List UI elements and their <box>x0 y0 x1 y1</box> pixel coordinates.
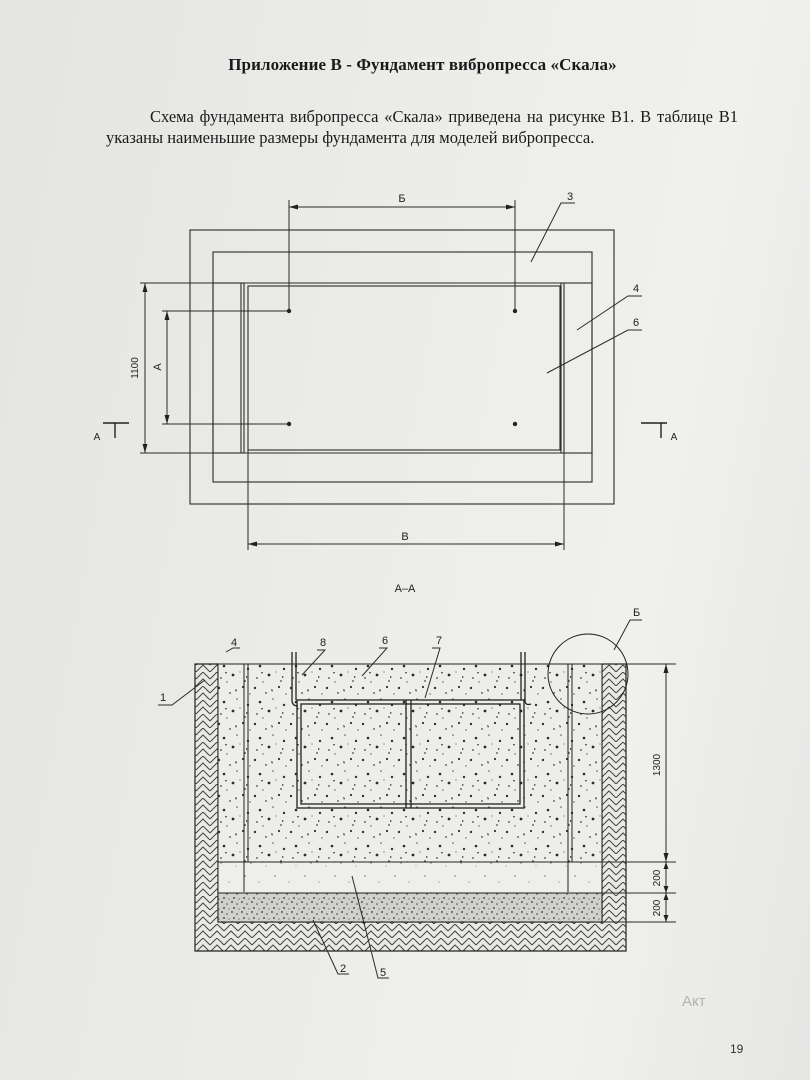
dimension-a-label: А <box>152 363 164 371</box>
dimension-v-label: В <box>401 531 408 543</box>
page-number: 19 <box>730 1042 744 1056</box>
plan-inner-pit <box>247 285 561 451</box>
plan-callout-leaders <box>530 202 642 374</box>
dimension-1100 <box>140 282 213 454</box>
plan-right-wall <box>560 282 593 454</box>
detail-circle-b <box>547 633 629 715</box>
plan-outer-outline <box>189 229 615 505</box>
plan-callout-3: 3 <box>567 191 573 203</box>
foundation-block <box>247 663 573 863</box>
dimension-b-label: Б <box>398 193 405 205</box>
section-callout-4: 4 <box>231 637 237 649</box>
paragraph-text: Схема фундамента вибропресса «Скала» при… <box>106 107 738 147</box>
plan-view <box>189 229 615 505</box>
section-title: А–А <box>395 583 416 595</box>
body-paragraph: Схема фундамента вибропресса «Скала» при… <box>106 106 738 148</box>
dimension-1300-label: 1300 <box>652 753 663 776</box>
plan-left-wall <box>212 282 245 454</box>
page-title: Приложение В - Фундамент вибропресса «Ск… <box>228 55 617 74</box>
section-marker-left-label: А <box>94 432 101 443</box>
right-outer-wall <box>571 663 603 863</box>
dimension-1100-label: 1100 <box>130 357 141 379</box>
section-view <box>194 633 629 952</box>
section-marker-right <box>641 422 667 438</box>
section-dimensions <box>602 663 676 923</box>
section-callout-6: 6 <box>382 635 388 647</box>
watermark-text: Акт <box>682 993 706 1010</box>
section-callout-b: Б <box>633 607 640 619</box>
dimension-200-bottom-label: 200 <box>652 899 663 916</box>
left-outer-wall <box>217 663 249 863</box>
section-callout-2: 2 <box>340 963 346 975</box>
anchor-bolts <box>286 308 518 427</box>
plan-callout-6: 6 <box>633 317 639 329</box>
lean-concrete-base <box>217 861 603 894</box>
section-callout-1: 1 <box>160 692 166 704</box>
section-marker-right-label: А <box>671 432 678 443</box>
section-anchor-bolts <box>291 652 532 707</box>
section-callout-5: 5 <box>380 967 386 979</box>
section-callout-8: 8 <box>320 637 326 649</box>
dimension-b <box>288 200 516 311</box>
section-callout-leaders <box>158 619 642 979</box>
dimension-v <box>247 450 565 550</box>
section-marker-left <box>103 422 129 438</box>
plan-callout-4: 4 <box>633 283 639 295</box>
dimension-a <box>162 310 289 425</box>
gravel-bed <box>217 892 603 923</box>
reinforcement-cage <box>296 699 525 809</box>
anchor-bolt <box>512 421 518 427</box>
section-callout-7: 7 <box>436 635 442 647</box>
dimension-200-top-label: 200 <box>652 869 663 886</box>
